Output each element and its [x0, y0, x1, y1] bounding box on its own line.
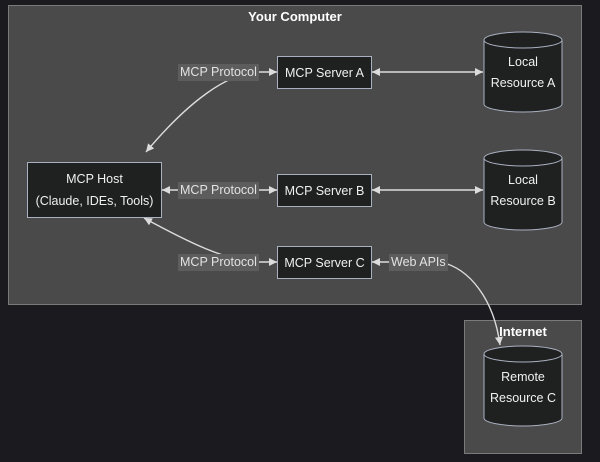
resource-b-line2: Resource B	[490, 194, 556, 208]
cluster-title-internet: Internet	[499, 324, 547, 339]
edge-label-web-apis: Web APIs	[389, 254, 448, 271]
mcp-server-a-label: MCP Server A	[285, 65, 364, 80]
cluster-title-your-computer: Your Computer	[248, 9, 342, 24]
edge-label-host-server-a: MCP Protocol	[178, 64, 259, 81]
resource-c-line1: Remote	[501, 370, 545, 384]
edge-server-c-resource-c	[372, 258, 503, 346]
resource-a-line1: Local	[508, 55, 538, 69]
resource-b-label: Local Resource B	[484, 170, 562, 212]
mcp-server-a-node: MCP Server A	[277, 56, 372, 89]
resource-b-cylinder	[483, 149, 563, 231]
resource-b-line1: Local	[508, 173, 538, 187]
edge-label-host-server-c: MCP Protocol	[178, 254, 259, 271]
mcp-host-title: MCP Host	[66, 172, 123, 186]
edge-host-server-a	[145, 68, 277, 153]
resource-a-cylinder	[483, 31, 563, 113]
mcp-host-node: MCP Host (Claude, IDEs, Tools)	[27, 162, 162, 218]
mcp-host-subtitle: (Claude, IDEs, Tools)	[35, 194, 154, 208]
resource-c-line2: Resource C	[490, 391, 556, 405]
mcp-server-b-label: MCP Server B	[284, 183, 365, 198]
mcp-server-c-label: MCP Server C	[284, 255, 365, 270]
resource-a-line2: Resource A	[490, 76, 556, 90]
mcp-server-c-node: MCP Server C	[277, 246, 372, 279]
resource-a-label: Local Resource A	[484, 52, 562, 94]
mcp-server-b-node: MCP Server B	[277, 174, 372, 207]
resource-c-cylinder	[483, 345, 563, 427]
resource-c-label: Remote Resource C	[484, 367, 562, 409]
edge-label-host-server-b: MCP Protocol	[178, 182, 259, 199]
